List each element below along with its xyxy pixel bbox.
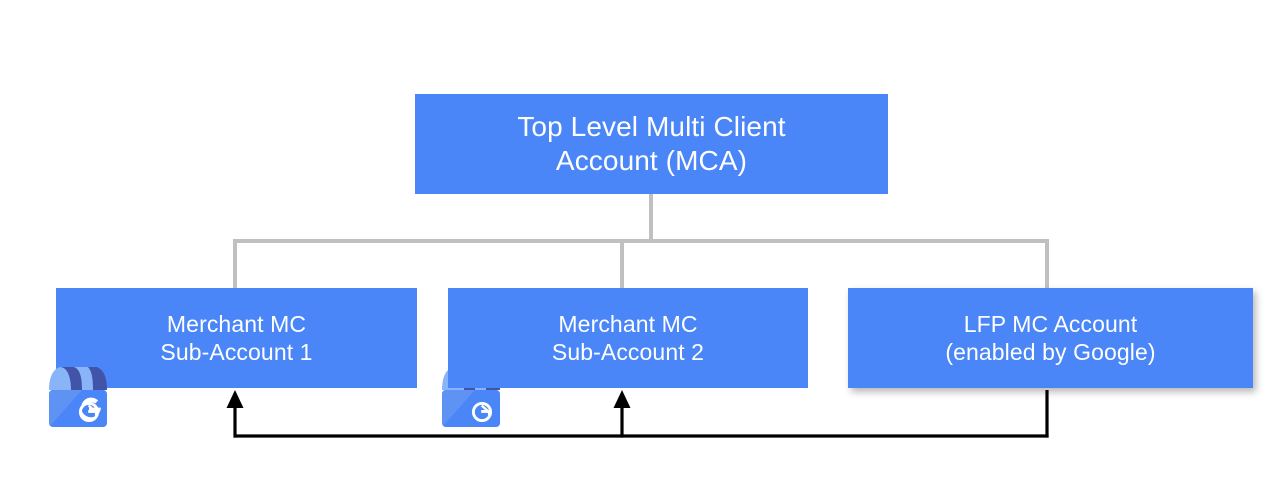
node-lfp-mc-account-label: LFP MC Account (enabled by Google) xyxy=(945,310,1156,365)
node-top-level-mca-label: Top Level Multi Client Account (MCA) xyxy=(517,110,786,176)
node-lfp-mc-account[interactable]: LFP MC Account (enabled by Google) xyxy=(848,288,1253,388)
node-merchant-mc-sub-account-2[interactable]: Merchant MC Sub-Account 2 xyxy=(448,288,808,388)
node-merchant-mc-sub-account-2-label: Merchant MC Sub-Account 2 xyxy=(551,310,705,365)
node-merchant-mc-sub-account-1[interactable]: Merchant MC Sub-Account 1 xyxy=(56,288,417,388)
google-my-business-storefront-icon xyxy=(49,367,107,427)
arrowhead-to-sub2 xyxy=(613,390,631,408)
node-top-level-mca[interactable]: Top Level Multi Client Account (MCA) xyxy=(415,94,888,194)
node-merchant-mc-sub-account-1-label: Merchant MC Sub-Account 1 xyxy=(160,310,313,365)
arrowhead-to-sub1 xyxy=(226,390,244,408)
